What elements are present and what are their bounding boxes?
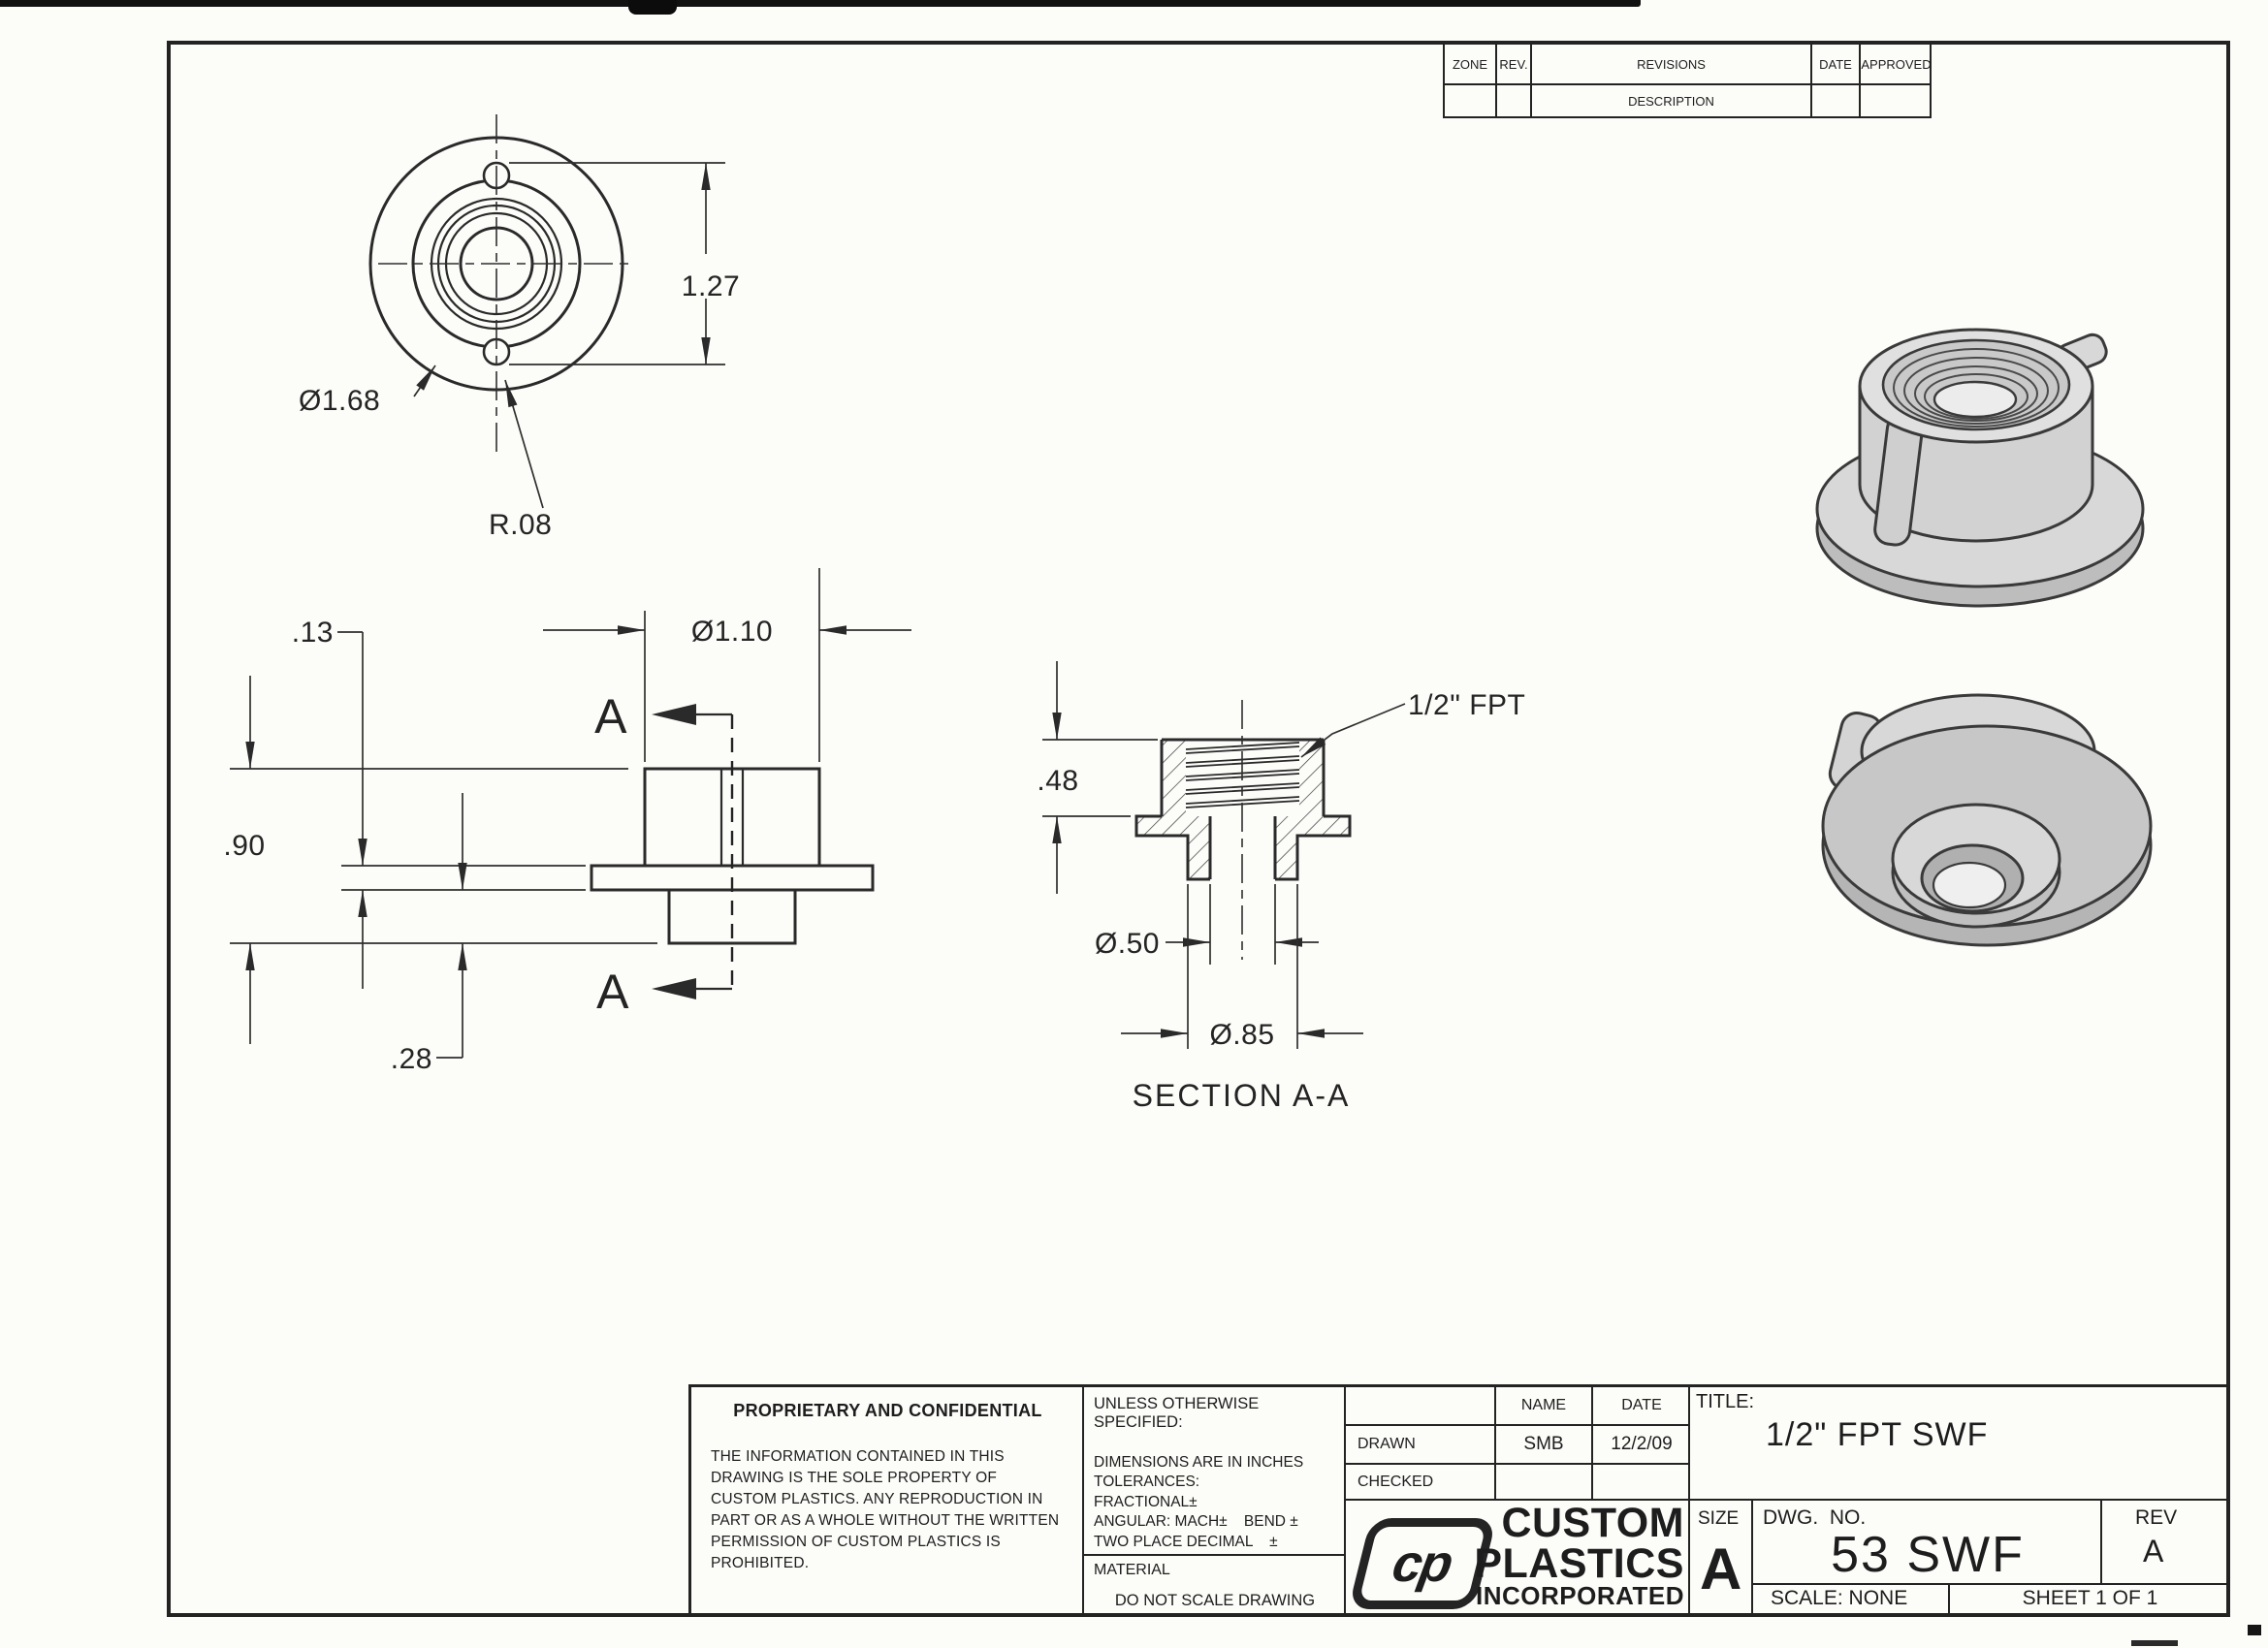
spec-line-decimal: TWO PLACE DECIMAL ±: [1094, 1533, 1278, 1550]
top-view: Ø1.68 R.08 1.27: [299, 114, 740, 541]
revisions-rev-cell: [1497, 85, 1532, 116]
tolerance-box: UNLESS OTHERWISE SPECIFIED: DIMENSIONS A…: [1084, 1387, 1346, 1614]
dim-tab-span: 1.27: [682, 270, 740, 302]
section-caption: SECTION A-A: [1133, 1078, 1351, 1113]
thread-callout: 1/2" FPT: [1408, 689, 1525, 721]
date-header-cell: DATE: [1593, 1387, 1690, 1426]
section-letter-top: A: [594, 689, 627, 744]
signoff-corner-cell: [1346, 1387, 1496, 1426]
drawing-title: 1/2" FPT SWF: [1766, 1416, 1989, 1453]
company-logo-box: cp CUSTOM PLASTICS INCORPORATED: [1346, 1501, 1690, 1614]
dim-thread-depth: .48: [1037, 765, 1078, 797]
dim-body-dia: Ø1.10: [691, 616, 773, 648]
rev-label-tb: REV: [2135, 1506, 2178, 1529]
dim-boss-h: .28: [391, 1043, 432, 1075]
dim-boss-dia: Ø.85: [1209, 1019, 1274, 1051]
dim-flange-dia: Ø1.68: [299, 385, 380, 417]
description-label: DESCRIPTION: [1628, 93, 1714, 109]
side-view: A A Ø1.10 .13 .90: [223, 568, 911, 1075]
dim-flange-thk: .13: [292, 617, 334, 649]
company-name-line1: CUSTOM: [1501, 1500, 1684, 1546]
checked-label-cell: CHECKED: [1346, 1465, 1496, 1501]
revisions-main-header: REVISIONS: [1532, 45, 1812, 85]
date-header: DATE: [1621, 1397, 1662, 1413]
title-right-section: TITLE: 1/2" FPT SWF SIZE A DWG. NO. 53 S…: [1690, 1387, 2230, 1614]
dim-bore-dia: Ø.50: [1095, 928, 1160, 960]
sheet-box: SHEET 1 OF 1: [1950, 1585, 2230, 1614]
scale-label: SCALE: NONE: [1771, 1587, 1908, 1609]
spec-line-tolerances: TOLERANCES:: [1094, 1474, 1200, 1491]
approved-label: APPROVED: [1861, 56, 1932, 72]
cp-logo-text: cp: [1389, 1535, 1456, 1593]
sheet-label: SHEET 1 OF 1: [2022, 1587, 2158, 1609]
title-area: TITLE: 1/2" FPT SWF: [1690, 1387, 2230, 1501]
drawn-label-cell: DRAWN: [1346, 1426, 1496, 1465]
scan-artifact-corner: [2248, 1625, 2261, 1635]
spec-line-inches: DIMENSIONS ARE IN INCHES: [1094, 1454, 1304, 1471]
proprietary-box: PROPRIETARY AND CONFIDENTIAL THE INFORMA…: [691, 1387, 1084, 1614]
scale-box: SCALE: NONE: [1753, 1585, 1950, 1614]
dim-tab-radius: R.08: [489, 509, 552, 541]
proprietary-heading: PROPRIETARY AND CONFIDENTIAL: [733, 1401, 1042, 1420]
section-view: .48 Ø.50 Ø.85 1/2" FPT SECTION A-A: [1037, 661, 1525, 1113]
spec-line-fractional: FRACTIONAL±: [1094, 1493, 1198, 1510]
iso-view-top: [1815, 328, 2145, 608]
revisions-label: REVISIONS: [1637, 56, 1706, 72]
do-not-scale-note: DO NOT SCALE DRAWING: [1114, 1592, 1316, 1609]
company-name-line2: PLASTICS: [1474, 1540, 1684, 1588]
material-box: MATERIAL DO NOT SCALE DRAWING: [1084, 1554, 1346, 1614]
proprietary-body: THE INFORMATION CONTAINED IN THIS DRAWIN…: [711, 1448, 1060, 1571]
company-name-line3: INCORPORATED: [1476, 1581, 1684, 1611]
checked-label: CHECKED: [1358, 1473, 1434, 1490]
revisions-rev-header: REV.: [1497, 45, 1532, 85]
revisions-description-header: DESCRIPTION: [1532, 85, 1812, 116]
checked-date-cell: [1593, 1465, 1690, 1501]
dwg-no-box: DWG. NO. 53 SWF: [1753, 1501, 2102, 1585]
revisions-table: ZONE REV. REVISIONS DATE APPROVED DESCRI…: [1443, 43, 1932, 118]
scan-artifact-bottom: [2131, 1640, 2178, 1646]
section-letter-bottom: A: [596, 965, 629, 1019]
revisions-approved-header: APPROVED: [1861, 45, 1932, 85]
checked-name-cell: [1496, 1465, 1593, 1501]
signoff-box: NAME DATE DRAWN SMB 12/2/09 CHECKED cp C…: [1346, 1387, 1690, 1614]
rev-label: REV.: [1499, 56, 1528, 72]
material-label: MATERIAL: [1094, 1562, 1170, 1578]
revisions-zone-header: ZONE: [1445, 45, 1497, 85]
zone-label: ZONE: [1452, 56, 1488, 72]
spec-line-angular: ANGULAR: MACH± BEND ±: [1094, 1513, 1298, 1531]
dwg-no-value: 53 SWF: [1831, 1527, 2025, 1583]
size-box: SIZE A: [1690, 1501, 1753, 1614]
size-value: A: [1700, 1537, 1742, 1601]
dwg-no-label: DWG. NO.: [1763, 1506, 1867, 1529]
drawn-label: DRAWN: [1358, 1436, 1416, 1452]
scan-artifact-blob: [628, 0, 677, 15]
revisions-zone-cell: [1445, 85, 1497, 116]
scan-artifact-top: [0, 0, 1641, 7]
iso-view-bottom: [1821, 693, 2153, 947]
revisions-approved-cell: [1861, 85, 1932, 116]
spec-heading: UNLESS OTHERWISE SPECIFIED:: [1094, 1395, 1260, 1431]
rev-value: A: [2143, 1534, 2164, 1569]
title-block: PROPRIETARY AND CONFIDENTIAL THE INFORMA…: [688, 1384, 2230, 1617]
name-header: NAME: [1520, 1397, 1567, 1413]
name-header-cell: NAME: [1496, 1387, 1593, 1426]
drawn-date: 12/2/09: [1611, 1434, 1673, 1454]
dim-overall-h: .90: [223, 830, 265, 862]
revisions-date-cell: [1812, 85, 1861, 116]
date-label: DATE: [1819, 56, 1852, 72]
rev-box: REV A: [2102, 1501, 2230, 1585]
drawn-name-cell: SMB: [1496, 1426, 1593, 1465]
drawn-date-cell: 12/2/09: [1593, 1426, 1690, 1465]
title-label: TITLE:: [1696, 1391, 1755, 1412]
size-label: SIZE: [1698, 1508, 1740, 1529]
revisions-date-header: DATE: [1812, 45, 1861, 85]
drawn-name: SMB: [1523, 1434, 1564, 1454]
